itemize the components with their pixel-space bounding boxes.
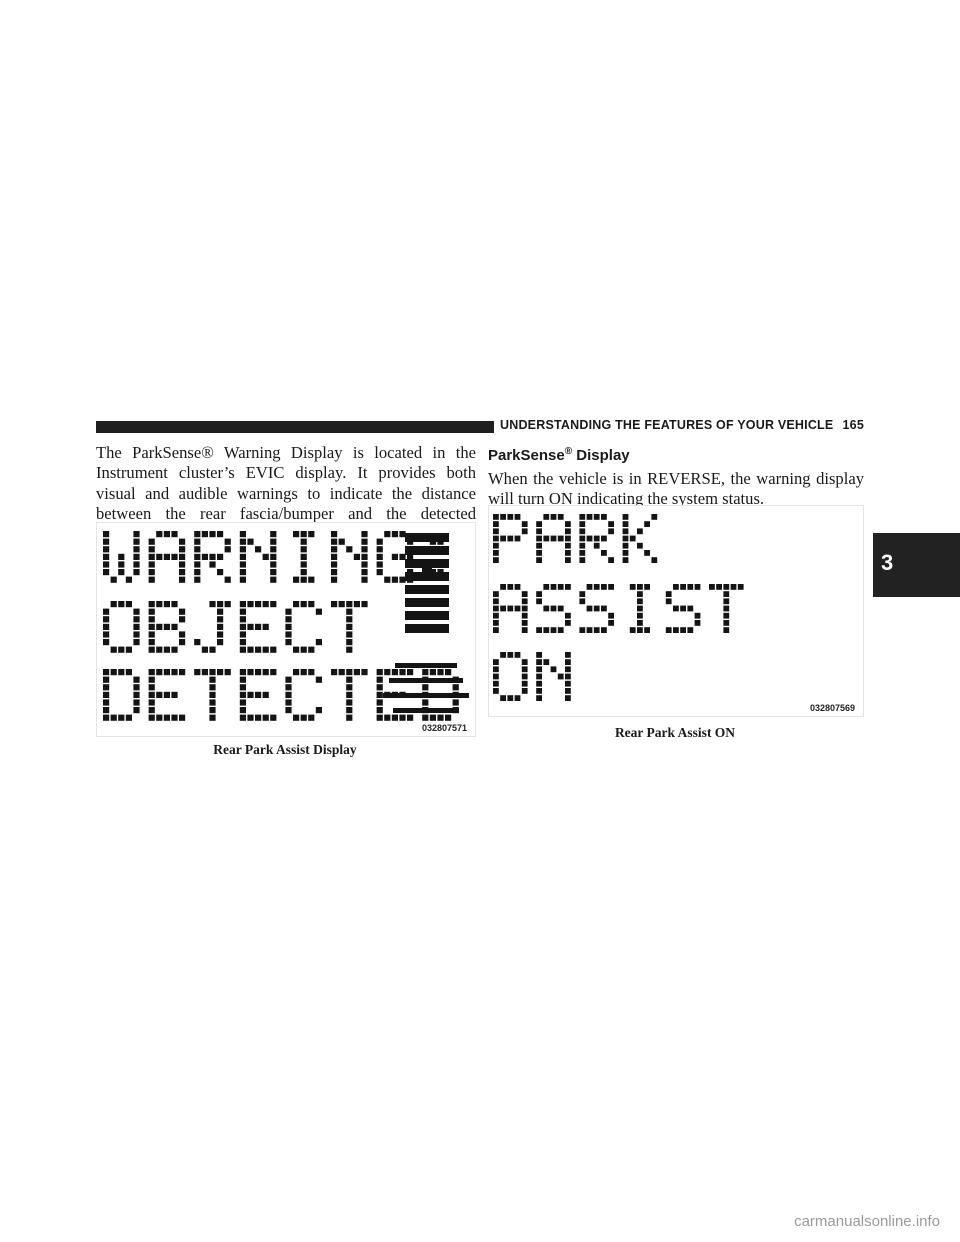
figure-code: 032807569 [809, 703, 855, 713]
rear-park-assist-display-figure: 032807571 [96, 522, 476, 737]
heading-text: ParkSense [488, 447, 565, 464]
registered-mark: ® [564, 446, 573, 457]
left-column: The ParkSense® Warning Display is locate… [96, 443, 476, 544]
rear-park-assist-on-figure: 032807569 [488, 505, 864, 717]
display-line-object [103, 601, 368, 653]
right-column: ParkSense® Display When the vehicle is i… [488, 443, 864, 510]
figure-code: 032807571 [421, 723, 467, 733]
chapter-tab: 3 [873, 533, 960, 597]
header-rule [96, 421, 494, 433]
header-title: UNDERSTANDING THE FEATURES OF YOUR VEHIC… [500, 418, 834, 432]
display-line-warning [103, 531, 444, 583]
heading-suffix: Display [572, 447, 630, 464]
display-line-detected [103, 669, 459, 721]
vehicle-distance-indicator-icon [383, 533, 469, 713]
running-header: UNDERSTANDING THE FEATURES OF YOUR VEHIC… [500, 418, 864, 432]
display-line-park [493, 514, 658, 563]
dot-matrix-on-display [493, 514, 744, 701]
figure-caption-right: Rear Park Assist ON [614, 725, 736, 740]
footer-watermark: carmanualsonline.info [794, 1213, 940, 1230]
dot-matrix-warning-display [103, 531, 469, 721]
warning-display-paragraph: The ParkSense® Warning Display is locate… [96, 443, 476, 543]
display-line-on [493, 652, 571, 701]
chapter-number: 3 [881, 550, 894, 575]
section-heading: ParkSense® Display [488, 443, 864, 465]
reverse-display-paragraph: When the vehicle is in REVERSE, the warn… [488, 469, 864, 509]
page-number: 165 [842, 418, 864, 432]
display-line-assist [493, 584, 744, 633]
figure-caption-left: Rear Park Assist Display [213, 742, 357, 757]
